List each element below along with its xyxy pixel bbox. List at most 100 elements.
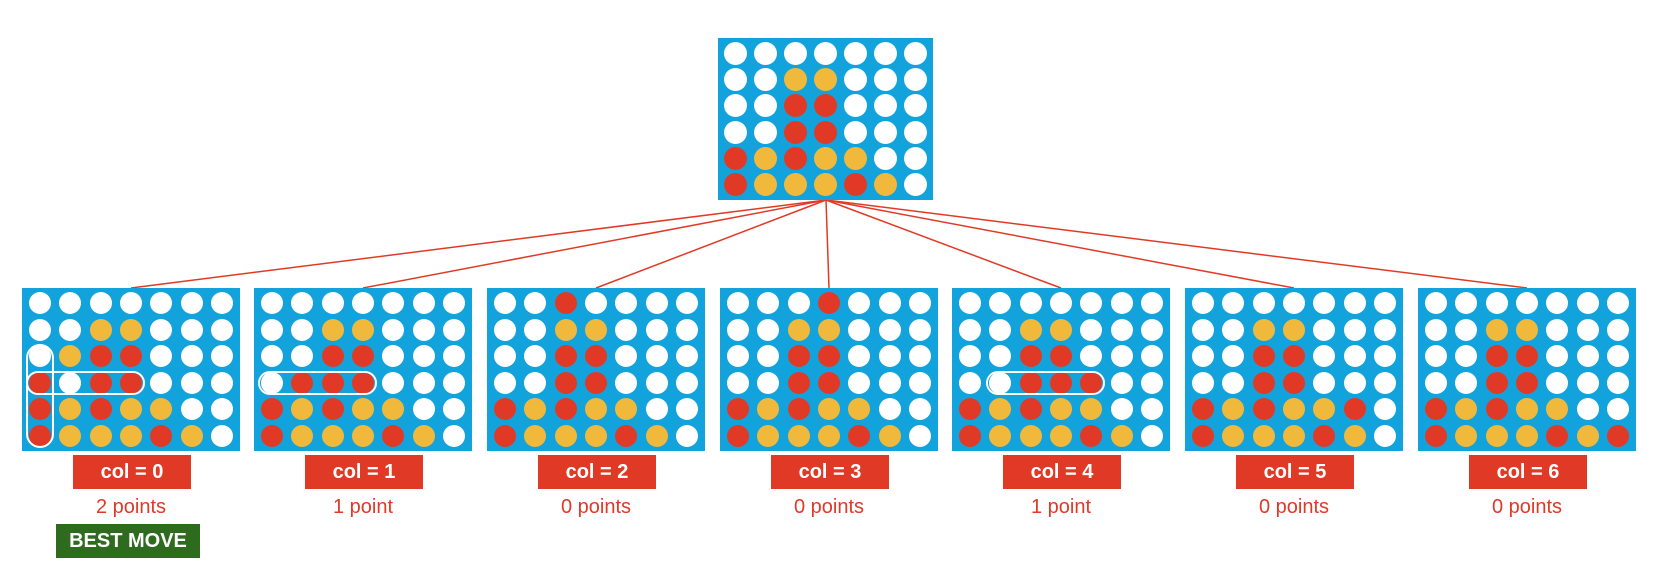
child-red-slot <box>1282 345 1305 368</box>
child-yellow-slot <box>321 318 344 341</box>
child-red-slot <box>1049 371 1072 394</box>
child-yellow-slot <box>554 424 577 447</box>
child-board <box>22 288 240 451</box>
child-red-slot <box>787 371 810 394</box>
child-board <box>1418 288 1636 451</box>
root-empty-slot <box>754 94 778 118</box>
child-empty-slot <box>1222 318 1245 341</box>
child-yellow-slot <box>554 318 577 341</box>
child-empty-slot <box>1485 292 1508 315</box>
child-yellow-slot <box>1455 424 1478 447</box>
child-empty-slot <box>321 292 344 315</box>
child-empty-slot <box>1110 292 1133 315</box>
child-empty-slot <box>1576 345 1599 368</box>
child-empty-slot <box>1546 371 1569 394</box>
child-yellow-slot <box>848 398 871 421</box>
child-red-slot <box>1252 371 1275 394</box>
column-label: col = 1 <box>305 455 423 489</box>
child-empty-slot <box>180 345 203 368</box>
child-empty-slot <box>1192 292 1215 315</box>
child-board <box>720 288 938 451</box>
child-yellow-slot <box>1546 398 1569 421</box>
points-label: 0 points <box>1258 496 1330 518</box>
child-empty-slot <box>959 371 982 394</box>
child-yellow-slot <box>1515 318 1538 341</box>
child-empty-slot <box>150 345 173 368</box>
column-label: col = 2 <box>538 455 656 489</box>
child-red-slot <box>554 371 577 394</box>
connector-line <box>362 199 827 289</box>
child-empty-slot <box>1222 292 1245 315</box>
child-empty-slot <box>848 292 871 315</box>
root-yellow-slot <box>873 173 897 197</box>
child-yellow-slot <box>351 318 374 341</box>
child-yellow-slot <box>89 424 112 447</box>
child-empty-slot <box>1080 318 1103 341</box>
child-red-slot <box>119 345 142 368</box>
child-empty-slot <box>1546 292 1569 315</box>
connector-line <box>595 199 827 289</box>
points-label: 1 point <box>332 496 394 518</box>
child-empty-slot <box>989 318 1012 341</box>
child-red-slot <box>1080 424 1103 447</box>
child-empty-slot <box>210 398 233 421</box>
connector-line <box>825 199 1295 289</box>
child-empty-slot <box>494 345 517 368</box>
vertical-line-highlight <box>26 344 55 448</box>
child-empty-slot <box>180 318 203 341</box>
child-empty-slot <box>645 292 668 315</box>
child-empty-slot <box>1455 371 1478 394</box>
child-empty-slot <box>908 424 931 447</box>
child-empty-slot <box>442 292 465 315</box>
child-empty-slot <box>1252 292 1275 315</box>
root-empty-slot <box>754 120 778 144</box>
child-yellow-slot <box>1282 424 1305 447</box>
child-empty-slot <box>442 371 465 394</box>
child-red-slot <box>1049 345 1072 368</box>
child-empty-slot <box>757 292 780 315</box>
child-empty-slot <box>1606 292 1629 315</box>
child-empty-slot <box>757 371 780 394</box>
child-empty-slot <box>1192 371 1215 394</box>
column-label: col = 4 <box>1003 455 1121 489</box>
root-empty-slot <box>873 94 897 118</box>
child-red-slot <box>554 345 577 368</box>
column-label: col = 3 <box>771 455 889 489</box>
child-red-slot <box>382 424 405 447</box>
child-yellow-slot <box>1576 424 1599 447</box>
child-empty-slot <box>1425 292 1448 315</box>
child-yellow-slot <box>645 424 668 447</box>
child-red-slot <box>29 398 52 421</box>
child-empty-slot <box>727 318 750 341</box>
child-empty-slot <box>878 292 901 315</box>
child-empty-slot <box>291 292 314 315</box>
child-empty-slot <box>382 292 405 315</box>
child-empty-slot <box>150 292 173 315</box>
child-empty-slot <box>351 292 374 315</box>
child-red-slot <box>1282 371 1305 394</box>
child-empty-slot <box>1606 345 1629 368</box>
child-yellow-slot <box>1282 318 1305 341</box>
root-empty-slot <box>724 120 748 144</box>
horizontal-line-highlight <box>258 370 378 395</box>
child-yellow-slot <box>351 398 374 421</box>
child-empty-slot <box>1313 371 1336 394</box>
child-yellow-slot <box>817 398 840 421</box>
child-red-slot <box>1019 398 1042 421</box>
child-empty-slot <box>727 292 750 315</box>
root-empty-slot <box>873 67 897 91</box>
child-red-slot <box>1425 424 1448 447</box>
root-red-slot <box>724 173 748 197</box>
child-empty-slot <box>989 345 1012 368</box>
child-empty-slot <box>1222 371 1245 394</box>
points-label: 0 points <box>560 496 632 518</box>
child-empty-slot <box>1455 318 1478 341</box>
child-empty-slot <box>908 345 931 368</box>
child-red-slot <box>261 398 284 421</box>
child-yellow-slot <box>1485 424 1508 447</box>
child-yellow-slot <box>757 398 780 421</box>
child-empty-slot <box>1546 345 1569 368</box>
root-empty-slot <box>813 41 837 65</box>
child-empty-slot <box>442 424 465 447</box>
